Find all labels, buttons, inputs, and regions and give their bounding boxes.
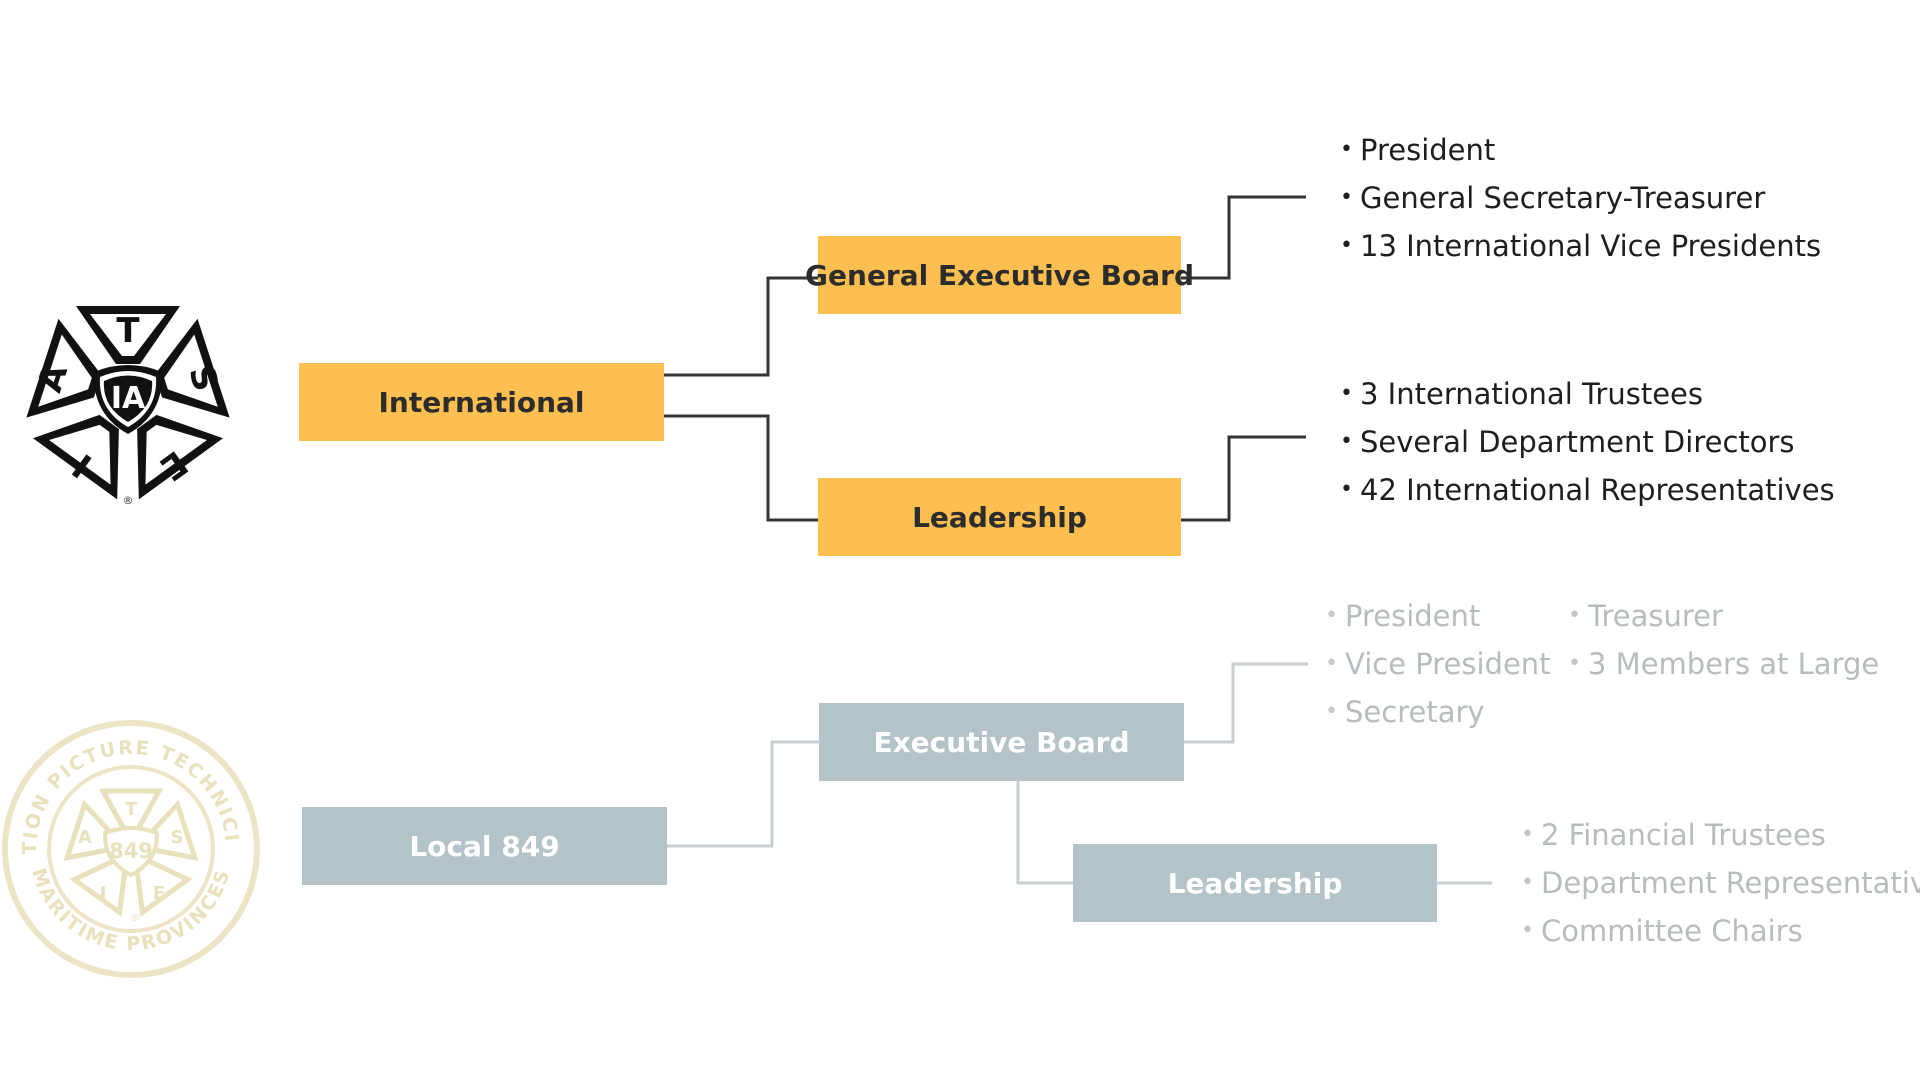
connector-international-to-executive [664,276,818,377]
iatse-logo: T S E I A IA ® [26,306,230,507]
connector-international-to-leadership [664,414,818,522]
executive-board-list-col1: President Vice President Secretary [1325,592,1551,736]
international-label: International [378,385,585,419]
logo-shield: IA [93,365,163,434]
list-item: Vice President [1325,640,1551,688]
list-item: 3 International Trustees [1340,370,1835,418]
local-849-label: Local 849 [409,829,560,863]
international-leadership-label: Leadership [912,500,1087,534]
svg-text:A: A [78,827,92,848]
svg-text:T: T [116,311,140,351]
svg-text:S: S [171,827,184,848]
svg-text:T: T [125,799,138,820]
international-connectors [664,195,1306,522]
local-leadership-box: Leadership [1073,844,1437,922]
connector-executive-to-list [1181,195,1306,280]
svg-text:®: ® [123,494,134,507]
list-item: General Secretary-Treasurer [1340,174,1821,222]
connector-executive-to-leadership-local [1016,781,1073,885]
logo-arms [26,306,230,500]
general-executive-board-list: President General Secretary-Treasurer 13… [1340,126,1821,270]
international-box: International [299,363,664,441]
connector-leadership-to-list [1181,435,1306,522]
executive-board-label: Executive Board [873,725,1130,759]
list-item: 2 Financial Trustees [1521,811,1920,859]
connector-executive-to-list-local [1184,662,1308,744]
local-849-seal: MOTION PICTURE TECHNICIANS MARITIME PROV… [0,718,260,978]
list-item: Treasurer [1568,592,1879,640]
svg-text:MARITIME PROVINCES: MARITIME PROVINCES [27,866,235,956]
svg-text:IA: IA [111,381,146,416]
local-connectors [667,662,1492,885]
local-leadership-list: 2 Financial Trustees Department Represen… [1521,811,1920,955]
list-item: President [1340,126,1821,174]
international-leadership-list: 3 International Trustees Several Departm… [1340,370,1835,514]
list-item: Committee Chairs [1521,907,1920,955]
list-item: Secretary [1325,688,1551,736]
list-item: Department Representatives [1521,859,1920,907]
general-executive-board-label: General Executive Board [805,258,1194,292]
list-item: President [1325,592,1551,640]
general-executive-board-box: General Executive Board [805,236,1194,314]
list-item: Several Department Directors [1340,418,1835,466]
connector-local-to-executive [667,740,819,848]
executive-board-box: Executive Board [819,703,1184,781]
list-item: 13 International Vice Presidents [1340,222,1821,270]
local-849-box: Local 849 [302,807,667,885]
list-item: 3 Members at Large [1568,640,1879,688]
seal-emblem: T S E I A 849 ® [63,788,199,924]
list-item: 42 International Representatives [1340,466,1835,514]
local-leadership-label: Leadership [1167,866,1343,900]
svg-text:849: 849 [109,839,153,863]
international-leadership-box: Leadership [818,478,1181,556]
svg-text:E: E [153,883,165,904]
executive-board-list-col2: Treasurer 3 Members at Large [1568,592,1879,688]
svg-text:I: I [100,883,107,904]
svg-text:®: ® [130,913,140,924]
